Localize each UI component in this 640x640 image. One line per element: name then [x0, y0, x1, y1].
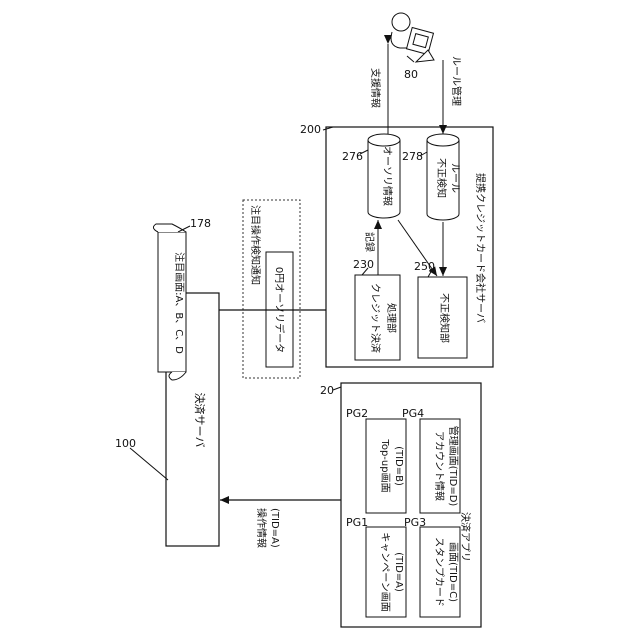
payment-server-label: 決済サーバ: [193, 393, 207, 448]
card-server-ref: 200: [300, 123, 321, 136]
pg4-label-1: アカウント情報: [433, 431, 446, 501]
scroll-ref: 178: [190, 217, 211, 230]
pg2-label-2: (TID=B): [393, 446, 404, 486]
attention-screens-label: 注目画面:A、B、C、D: [173, 252, 186, 354]
terminal-ref: 80: [404, 68, 418, 81]
authori-db-ref: 276: [342, 150, 363, 163]
pg1-label-2: (TID=A): [393, 552, 404, 592]
pg2-label-1: Top-up画面: [379, 438, 390, 492]
record-label: 記録: [363, 232, 376, 252]
fraud-rules-ref: 278: [402, 150, 423, 163]
pg3-label-2: 画面(TID=C): [447, 542, 458, 602]
fraud-rules-label-2: ルール: [449, 163, 460, 193]
payment-app-ref: 20: [320, 384, 334, 397]
card-server-box: [326, 127, 493, 367]
fraud-unit-label: 不正検知部: [438, 293, 451, 343]
authori-db-label: オーソリ情報: [381, 146, 394, 206]
pg4-label-2: 管理画面(TID=D): [447, 426, 460, 507]
payment-app-label: 決済アプリ: [459, 512, 472, 562]
fraud-unit-ref: 250: [414, 260, 435, 273]
pg1-ref: PG1: [346, 516, 368, 529]
fraud-rules-label-1: 不正検知: [435, 158, 448, 198]
notice-title: 注目操作検知通知: [249, 205, 262, 285]
credit-unit-label-2: 処理部: [385, 303, 398, 333]
operator-terminal-icon: [391, 13, 434, 62]
attention-screens-scroll: 注目画面:A、B、C、D: [153, 224, 186, 380]
pg2-ref: PG2: [346, 407, 368, 420]
pg3-label-1: スタンプカード: [433, 537, 445, 607]
rule-management-label: ルール管理: [450, 56, 463, 106]
pg3-ref: PG3: [404, 516, 426, 529]
operation-info-label-2: (TID=A): [269, 508, 280, 548]
pg1-label-1: キャンペーン画面: [379, 532, 390, 612]
payment-server-ref: 100: [115, 437, 136, 450]
operation-info-label-1: 操作情報: [255, 508, 268, 548]
card-server-label: 提携クレジットカード会社サーバ: [474, 173, 487, 323]
pg4-ref: PG4: [402, 407, 424, 420]
credit-unit-ref: 230: [353, 258, 374, 271]
credit-unit-label-1: クレジット決済: [369, 283, 382, 353]
support-info-label: 支援情報: [369, 68, 382, 108]
payment-server-leader: [130, 448, 168, 480]
